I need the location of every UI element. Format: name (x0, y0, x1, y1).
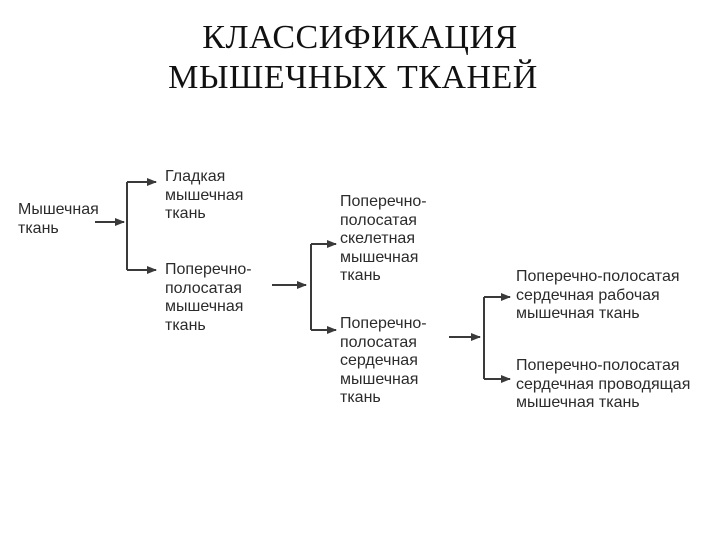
node-cardiac-muscle: Поперечно- полосатая сердечная мышечная … (340, 315, 427, 406)
node-smooth-muscle: Гладкая мышечная ткань (165, 168, 244, 222)
node-cardiac-conducting: Поперечно-полосатая сердечная проводящая… (516, 357, 691, 411)
node-skeletal-muscle: Поперечно- полосатая скелетная мышечная … (340, 193, 427, 284)
title-line-1: КЛАССИФИКАЦИЯ (202, 19, 518, 56)
node-muscle-tissue: Мышечная ткань (18, 201, 99, 237)
node-striated-muscle: Поперечно- полосатая мышечная ткань (165, 261, 252, 334)
diagram-title: КЛАССИФИКАЦИЯ МЫШЕЧНЫХ ТКАНЕЙ (0, 18, 720, 98)
title-line-2: МЫШЕЧНЫХ ТКАНЕЙ (168, 59, 538, 96)
node-cardiac-working: Поперечно-полосатая сердечная рабочая мы… (516, 268, 680, 322)
